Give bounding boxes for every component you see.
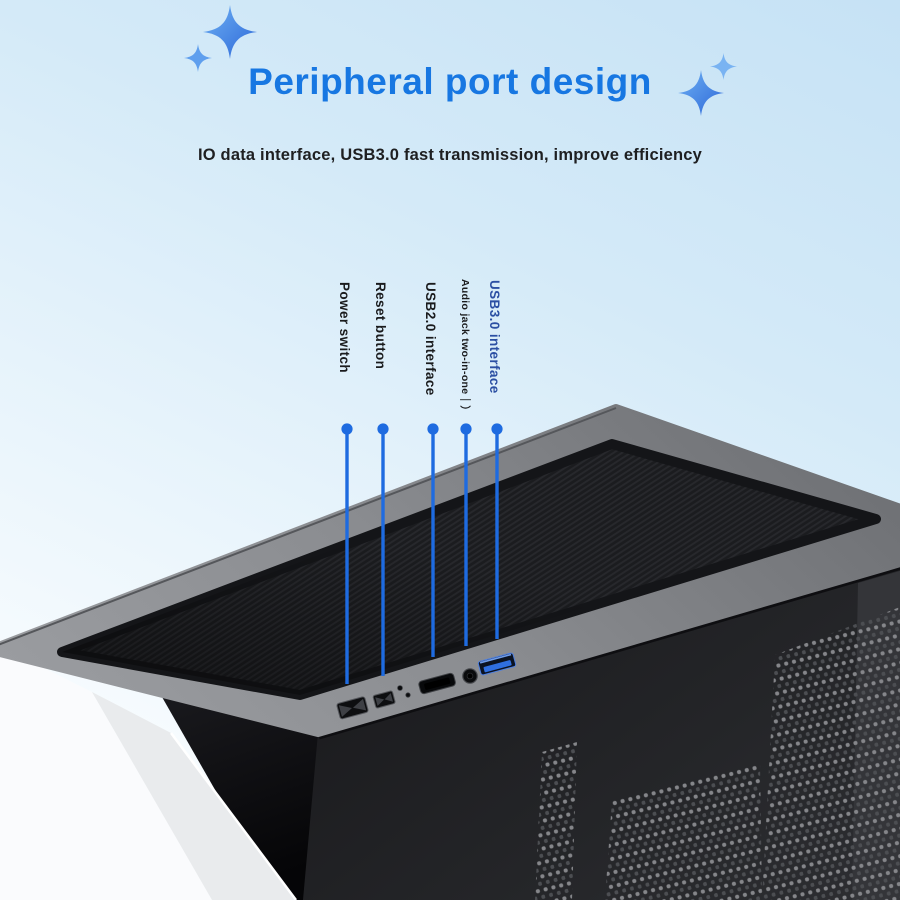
callout-dot-audio-jack xyxy=(460,423,472,435)
audio-jack-port xyxy=(462,668,478,684)
usb2-port xyxy=(418,672,456,695)
mesh-shading xyxy=(62,444,876,695)
vent-perforation-right xyxy=(762,607,900,900)
power-switch-port xyxy=(336,696,369,720)
sparkle-icon-top-left-large xyxy=(203,5,257,59)
callout-label-usb3: USB3.0 interface xyxy=(487,280,502,394)
callout-label-power-switch: Power switch xyxy=(337,282,352,374)
callout-dot-reset-button xyxy=(377,423,389,435)
sparkle-icon-right-large xyxy=(678,70,724,116)
callout-lines xyxy=(345,430,499,684)
led-indicator-1 xyxy=(397,685,403,691)
reset-button-port xyxy=(372,690,396,709)
callout-dot-usb3 xyxy=(491,423,503,435)
sparkle-icon-right-small xyxy=(710,53,737,80)
callout-dots xyxy=(341,423,503,435)
vent-perforation-left xyxy=(535,742,577,900)
white-front-panel-facet xyxy=(92,692,296,900)
glass-side-panel xyxy=(158,690,336,900)
trim-back-edge-line xyxy=(0,407,617,646)
page-subtitle: IO data interface, USB3.0 fast transmiss… xyxy=(197,146,703,164)
callout-label-audio-jack: Audio jack two-in-one｜） xyxy=(459,279,471,416)
white-front-panel xyxy=(0,646,212,900)
trim-shadow-edge xyxy=(318,564,900,740)
io-port-cluster xyxy=(336,652,517,720)
panel-edge-highlight xyxy=(169,732,298,900)
callout-dot-power-switch xyxy=(341,423,353,435)
vent-perforation-middle xyxy=(605,763,762,900)
callout-label-usb2: USB2.0 interface xyxy=(423,282,438,396)
usb3-port xyxy=(477,652,517,676)
callout-dot-usb2 xyxy=(427,423,439,435)
page-title: Peripheral port design xyxy=(248,60,652,102)
sparkle-icon-top-left-small xyxy=(184,44,212,72)
led-indicator-2 xyxy=(405,692,411,698)
callout-label-reset-button: Reset button xyxy=(373,282,388,370)
